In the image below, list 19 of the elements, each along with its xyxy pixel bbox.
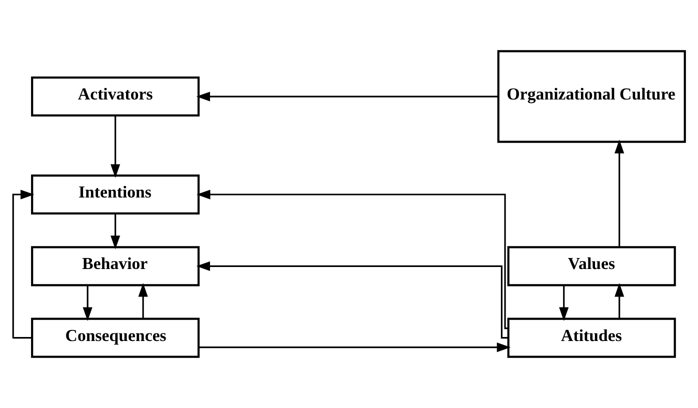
arrow — [82, 285, 92, 321]
arrow — [196, 190, 509, 330]
arrow — [196, 261, 508, 339]
arrow — [12, 190, 34, 339]
node-box: Behavior — [31, 246, 200, 286]
arrow — [138, 283, 148, 319]
arrow — [110, 116, 120, 178]
node-box: Atitudes — [507, 318, 676, 358]
node-box: Activators — [31, 76, 200, 117]
node-box: Consequences — [31, 318, 200, 358]
arrow — [614, 283, 624, 319]
node-box: Intentions — [31, 174, 200, 215]
node-box: Values — [507, 246, 676, 286]
node-box: Organizational Culture — [497, 50, 686, 143]
arrow — [559, 285, 569, 321]
arrow — [196, 92, 498, 102]
arrow — [614, 140, 624, 248]
arrow — [198, 342, 511, 352]
arrow — [110, 214, 120, 250]
